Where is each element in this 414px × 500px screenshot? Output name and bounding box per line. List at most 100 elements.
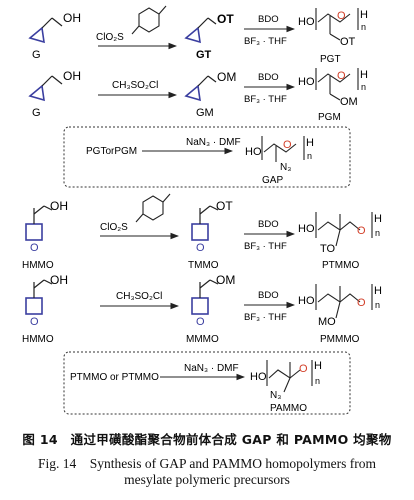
- svg-text:OT: OT: [217, 12, 234, 26]
- row3-polymerization-arrow: BDO BF₃ · THF: [244, 219, 296, 252]
- row1-polymerization-arrow: BDO BF₃ · THF: [244, 14, 296, 47]
- svg-text:OM: OM: [340, 96, 358, 108]
- svg-text:PAMMO: PAMMO: [270, 403, 307, 414]
- svg-text:n: n: [307, 151, 312, 161]
- row2-glycidol: OH G: [28, 69, 81, 119]
- row2-product-GM: OM GM: [184, 70, 236, 119]
- svg-text:HO: HO: [298, 16, 315, 28]
- svg-text:NaN₃ · DMF: NaN₃ · DMF: [184, 363, 239, 374]
- svg-text:H: H: [360, 9, 368, 21]
- svg-text:BDO: BDO: [258, 14, 279, 25]
- svg-text:O: O: [299, 363, 308, 375]
- figure-caption-english-line1: Fig. 14 Synthesis of GAP and PAMMO homop…: [37, 456, 377, 471]
- svg-text:O: O: [337, 10, 346, 22]
- svg-text:PGTorPGM: PGTorPGM: [86, 146, 137, 157]
- svg-text:OH: OH: [63, 69, 81, 83]
- svg-text:BF₃ · THF: BF₃ · THF: [244, 94, 287, 105]
- svg-text:HO: HO: [245, 146, 262, 158]
- svg-text:O: O: [283, 139, 292, 151]
- svg-text:O: O: [30, 242, 39, 254]
- row3-product-TMMO: OT O TMMO: [188, 199, 233, 271]
- svg-text:ClO₂S: ClO₂S: [100, 222, 128, 233]
- svg-text:O: O: [337, 70, 346, 82]
- svg-text:HO: HO: [250, 371, 267, 383]
- row3-polymer-PTMMO: HO O H n TO PTMMO: [298, 212, 382, 271]
- svg-text:OM: OM: [216, 273, 235, 287]
- svg-text:OM: OM: [217, 70, 236, 84]
- svg-text:CH₃SO₂Cl: CH₃SO₂Cl: [112, 80, 158, 91]
- svg-text:MMMO: MMMO: [186, 334, 219, 345]
- svg-text:O: O: [30, 316, 39, 328]
- svg-text:n: n: [375, 300, 380, 310]
- svg-text:BDO: BDO: [258, 72, 279, 83]
- svg-text:MO: MO: [318, 316, 336, 328]
- svg-text:H: H: [360, 69, 368, 81]
- svg-text:HO: HO: [298, 223, 315, 235]
- row1-tosyl-reagent: ClO₂S: [96, 5, 178, 50]
- svg-text:BDO: BDO: [258, 290, 279, 301]
- svg-text:PGT: PGT: [320, 54, 341, 65]
- svg-text:HMMO: HMMO: [22, 334, 54, 345]
- svg-text:CH₃SO₂Cl: CH₃SO₂Cl: [116, 291, 162, 302]
- svg-text:TO: TO: [320, 243, 336, 255]
- row4-HMMO: OH O HMMO: [22, 273, 68, 345]
- svg-text:PTMMO: PTMMO: [322, 260, 359, 271]
- svg-text:PTMMO or PTMMO: PTMMO or PTMMO: [70, 372, 159, 383]
- box1-product-GAP: HO O H n N₃ GAP: [245, 136, 314, 186]
- svg-text:N₃: N₃: [280, 162, 291, 173]
- svg-text:H: H: [374, 213, 382, 225]
- figure-caption-english-line2: mesylate polymeric precursors: [124, 472, 290, 487]
- svg-text:HMMO: HMMO: [22, 260, 54, 271]
- row2-polymer-PGM: HO O H n OM PGM: [298, 68, 368, 123]
- box2-product-PAMMO: HO O H n N₃ PAMMO: [250, 360, 322, 414]
- row3-tosyl-reagent: ClO₂S: [100, 193, 180, 240]
- svg-text:O: O: [196, 242, 205, 254]
- box2-reaction: PTMMO or PTMMO NaN₃ · DMF: [70, 363, 246, 383]
- svg-text:ClO₂S: ClO₂S: [96, 32, 124, 43]
- svg-text:TMMO: TMMO: [188, 260, 219, 271]
- azidation-box-pammo: [63, 351, 351, 415]
- svg-text:GT: GT: [196, 49, 212, 61]
- svg-text:OH: OH: [63, 11, 81, 25]
- svg-text:HO: HO: [298, 76, 315, 88]
- svg-text:HO: HO: [298, 295, 315, 307]
- svg-text:BF₃ · THF: BF₃ · THF: [244, 312, 287, 323]
- row1-glycidol: OH G: [28, 11, 81, 61]
- box1-reaction: PGTorPGM NaN₃ · DMF: [86, 137, 241, 157]
- svg-text:n: n: [361, 22, 366, 32]
- figure-caption-chinese: 图 14 通过甲磺酸酯聚合物前体合成 GAP 和 PAMMO 均聚物: [22, 432, 392, 447]
- svg-text:G: G: [32, 107, 41, 119]
- svg-text:PGM: PGM: [318, 112, 341, 123]
- svg-text:OT: OT: [340, 36, 356, 48]
- svg-text:GM: GM: [196, 107, 214, 119]
- svg-text:O: O: [357, 225, 366, 237]
- synthesis-scheme: OH G ClO₂S OT GT BDO BF₃ · THF HO O H n …: [22, 5, 382, 415]
- azidation-box-gap: [63, 126, 351, 188]
- svg-text:BDO: BDO: [258, 219, 279, 230]
- svg-text:H: H: [314, 360, 322, 372]
- svg-text:H: H: [374, 285, 382, 297]
- svg-text:n: n: [315, 376, 320, 386]
- svg-text:GAP: GAP: [262, 175, 283, 186]
- row4-polymer-PMMMO: HO O H n MO PMMMO: [298, 284, 382, 345]
- row3-HMMO: OH O HMMO: [22, 199, 68, 271]
- row2-mesyl-reagent: CH₃SO₂Cl: [98, 80, 178, 99]
- row2-polymerization-arrow: BDO BF₃ · THF: [244, 72, 296, 105]
- svg-text:N₃: N₃: [270, 390, 281, 401]
- svg-text:OT: OT: [216, 199, 233, 213]
- svg-text:n: n: [361, 82, 366, 92]
- svg-text:O: O: [357, 297, 366, 309]
- svg-text:n: n: [375, 228, 380, 238]
- svg-text:O: O: [196, 316, 205, 328]
- svg-text:H: H: [306, 137, 314, 149]
- svg-text:BF₃ · THF: BF₃ · THF: [244, 241, 287, 252]
- row1-product-GT: OT GT: [184, 12, 234, 61]
- row4-mesyl-reagent: CH₃SO₂Cl: [100, 291, 180, 310]
- svg-text:BF₃ · THF: BF₃ · THF: [244, 36, 287, 47]
- svg-text:PMMMO: PMMMO: [320, 334, 360, 345]
- svg-text:OH: OH: [50, 273, 68, 287]
- svg-text:OH: OH: [50, 199, 68, 213]
- row1-reactant-label: G: [32, 49, 41, 61]
- row4-polymerization-arrow: BDO BF₃ · THF: [244, 290, 296, 323]
- row1-polymer-PGT: HO O H n OT PGT: [298, 8, 368, 65]
